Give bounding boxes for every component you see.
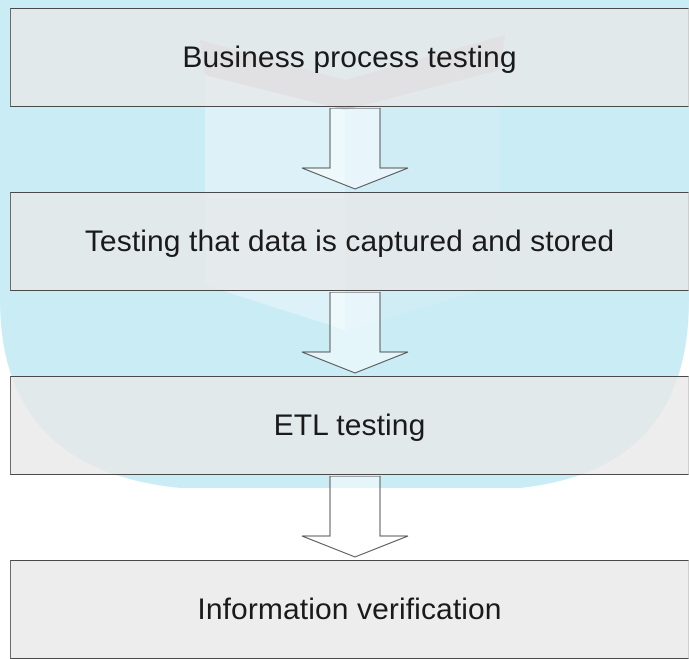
down-arrow-icon (301, 108, 409, 190)
stage-information-verification: Information verification (10, 560, 689, 659)
stage-business-process-testing: Business process testing (10, 8, 689, 107)
down-arrow-icon (301, 476, 409, 558)
stage-data-captured-stored: Testing that data is captured and stored (10, 192, 689, 291)
stage-label: Testing that data is captured and stored (84, 224, 615, 258)
down-arrow-icon (301, 292, 409, 374)
stage-label: ETL testing (273, 408, 426, 442)
stage-label: Business process testing (182, 40, 517, 74)
stage-etl-testing: ETL testing (10, 376, 689, 475)
stage-label: Information verification (197, 592, 502, 626)
